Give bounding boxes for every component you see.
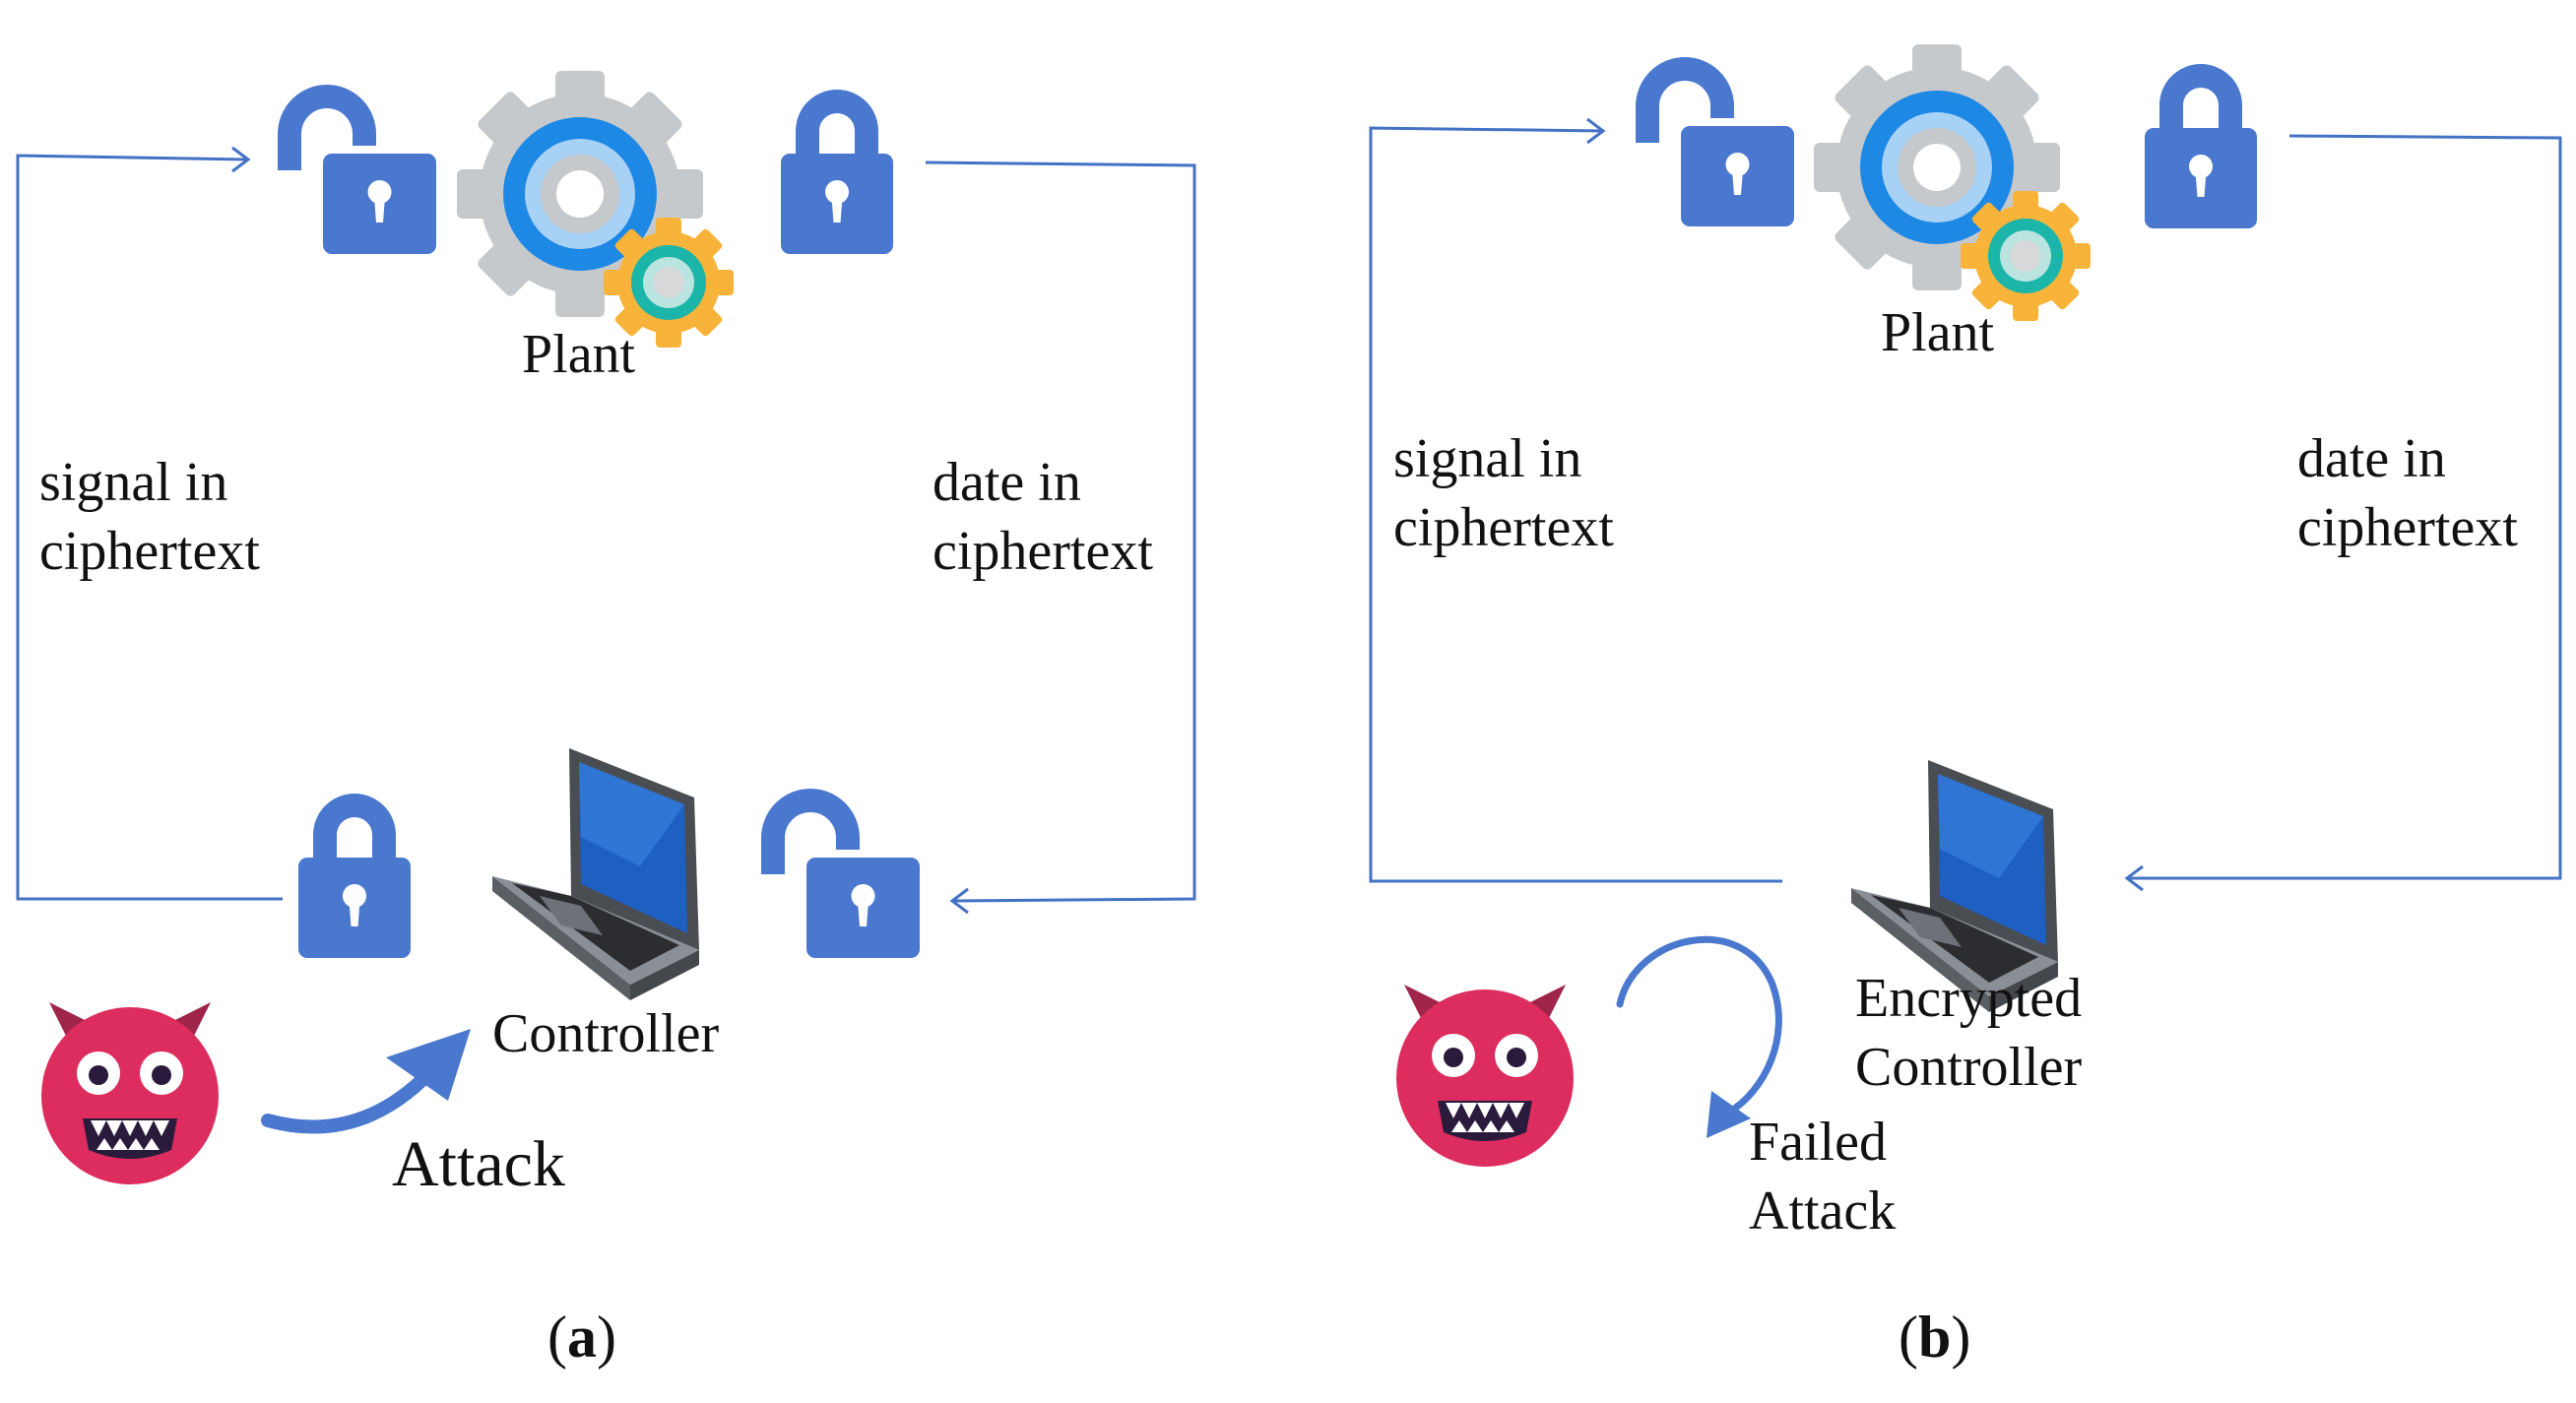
devil-face-icon (1396, 985, 1574, 1167)
data-path-a (925, 160, 1196, 903)
caption-letter-a: a (566, 1305, 597, 1370)
laptop-icon (492, 748, 699, 1000)
arrowhead-to-controller-a (949, 887, 969, 915)
panel-b (1369, 44, 2562, 1167)
unlocked-padlock-icon (773, 800, 920, 958)
caption-close-paren-a: ) (596, 1305, 616, 1370)
caption-open-paren-a: ( (547, 1305, 567, 1370)
feedback-loop-a (16, 146, 1196, 915)
encrypted-controller-label-line1-b: Encrypted (1855, 968, 2083, 1029)
unlocked-padlock-icon (1647, 69, 1794, 226)
curved-arrow-icon (1616, 935, 1782, 1138)
data-path-b (2127, 134, 2562, 880)
caption-b: (b) (1899, 1307, 1970, 1367)
arrowhead-to-controller-b (2124, 864, 2144, 892)
plant-label-b: Plant (1881, 302, 1995, 363)
arrowhead-to-plant-a (231, 146, 251, 173)
failed-attack-label-line1-b: Failed (1749, 1112, 1887, 1173)
devil-face-icon (41, 1002, 219, 1184)
caption-close-paren-b: ) (1951, 1305, 1971, 1370)
data-edge-label-line1-b: date in (2297, 428, 2446, 489)
gear-icon (1814, 44, 2091, 321)
arrowhead-to-plant-b (1586, 117, 1606, 145)
locked-padlock-icon (298, 805, 411, 958)
panel-a (16, 71, 1196, 1184)
caption-letter-b: b (1917, 1305, 1952, 1370)
signal-edge-label-line1-a: signal in (39, 452, 228, 513)
data-edge-label-line1-a: date in (933, 452, 1081, 513)
data-edge-label-line2-b: ciphertext (2297, 497, 2518, 558)
caption-open-paren-b: ( (1899, 1305, 1918, 1370)
signal-edge-label-line1-b: signal in (1393, 428, 1582, 489)
feedback-loop-b (1369, 117, 2562, 892)
signal-path-b (1369, 126, 1782, 883)
gear-icon (457, 71, 734, 348)
unlocked-padlock-icon (290, 96, 436, 254)
curved-arrow-icon (261, 1029, 471, 1134)
signal-path-a (16, 154, 283, 901)
caption-a: (a) (547, 1307, 616, 1367)
locked-padlock-icon (781, 101, 893, 254)
encrypted-controller-label-line2-b: Controller (1855, 1037, 2083, 1098)
attack-label-a: Attack (392, 1128, 565, 1200)
data-edge-label-line2-a: ciphertext (933, 521, 1153, 582)
signal-edge-label-line2-a: ciphertext (39, 521, 260, 582)
plant-label-a: Plant (522, 324, 636, 385)
locked-padlock-icon (2145, 76, 2257, 228)
controller-label-a: Controller (492, 1003, 720, 1064)
failed-attack-label-line2-b: Attack (1749, 1180, 1897, 1242)
signal-edge-label-line2-b: ciphertext (1393, 497, 1614, 558)
